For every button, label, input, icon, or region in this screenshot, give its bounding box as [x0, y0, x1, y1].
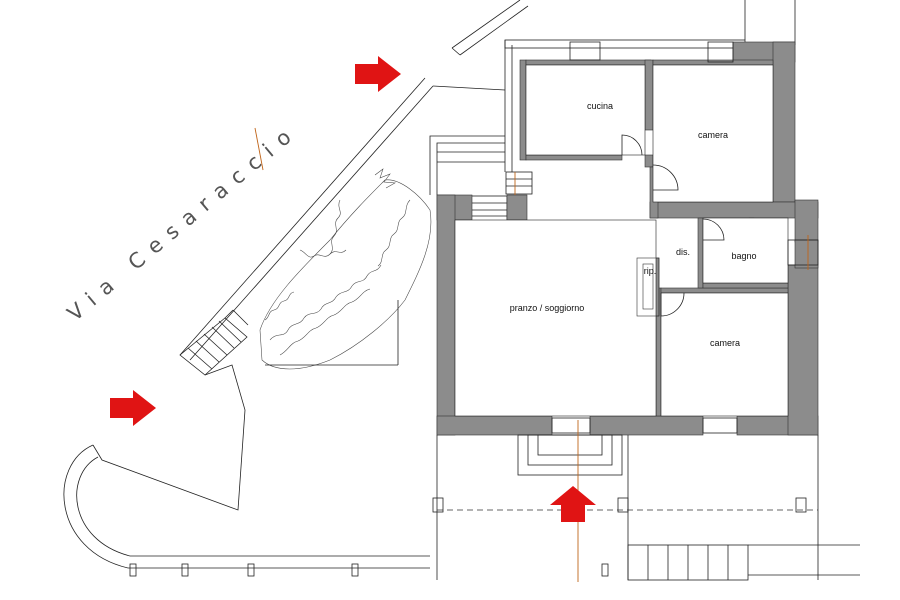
- room-label-cucina: cucina: [587, 101, 613, 111]
- entry-porch: [517, 434, 623, 476]
- room-label-camera-bottom: camera: [710, 338, 740, 348]
- building-walls: [436, 41, 819, 436]
- room-label-living: pranzo / soggiorno: [510, 303, 585, 313]
- street-boundary: [179, 0, 796, 361]
- lower-terrace: [63, 364, 609, 577]
- arrow-street-left: [110, 390, 156, 426]
- street-name: Via Cesaraccio: [63, 118, 304, 325]
- left-terrace: [429, 39, 746, 195]
- room-label-camera-top: camera: [698, 130, 728, 140]
- arrow-street-top: [355, 56, 401, 92]
- doors-windows: [551, 41, 819, 434]
- arrow-entrance: [550, 486, 596, 522]
- room-label-bagno: bagno: [731, 251, 756, 261]
- lower-courtyard: [432, 435, 860, 581]
- garden-hedge: [259, 168, 432, 370]
- exterior-stair: [179, 309, 249, 376]
- room-label-rip: rip.: [644, 266, 657, 276]
- room-label-dis: dis.: [676, 247, 690, 257]
